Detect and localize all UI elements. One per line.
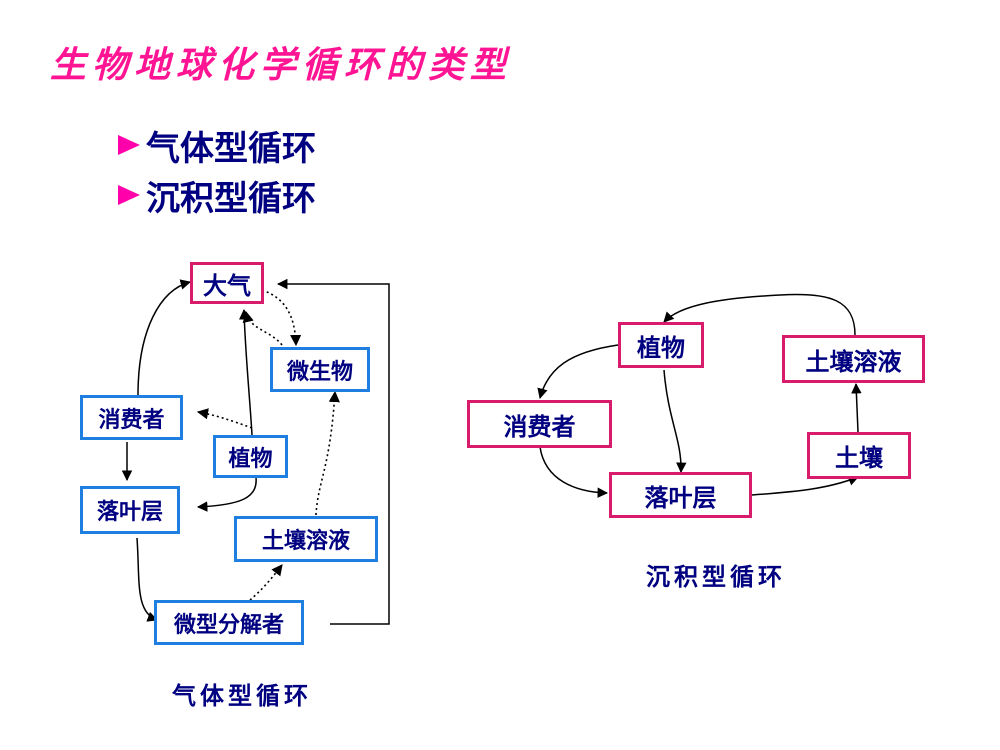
gas-cycle-caption: 气体型循环: [172, 681, 312, 710]
node-soil-solution: 土壤溶液: [234, 516, 378, 562]
arrow-soil-solution-to-plants: [663, 293, 856, 336]
node-atmosphere: 大气: [190, 262, 264, 304]
node-decomposers: 微型分解者: [154, 600, 304, 645]
page-title: 生物地球化学循环的类型: [50, 44, 513, 86]
bullet-list: 气体型循环 沉积型循环: [118, 120, 316, 220]
arrow-decomposers-to-soil-solution: [249, 564, 283, 601]
arrow-bullet-icon: [118, 135, 140, 155]
arrow-atmosphere-to-microbes: [261, 289, 302, 347]
arrow-plants-to-consumers: [537, 344, 619, 400]
node-soil-solution-sed: 土壤溶液: [782, 335, 925, 383]
arrow-microbes-to-atmosphere: [242, 310, 283, 346]
arrow-soil-to-soil-solution: [851, 382, 862, 433]
arrow-soil-solution-to-microbes: [315, 390, 340, 516]
node-microbes: 微生物: [270, 347, 370, 392]
node-consumers-sed: 消费者: [467, 400, 612, 448]
arrow-consumers-to-litter-sed: [539, 446, 609, 498]
arrow-litter-to-soil: [751, 475, 859, 496]
node-litter-sed: 落叶层: [609, 472, 752, 518]
node-soil-sed: 土壤: [807, 432, 911, 479]
arrow-decomposers-to-atmosphere: [276, 278, 390, 625]
arrow-consumers-to-atmosphere: [137, 279, 192, 396]
arrow-bullet-icon: [118, 185, 140, 205]
arrow-litter-to-decomposers: [136, 537, 158, 622]
node-plants-sed: 植物: [618, 322, 704, 368]
bullet-label: 沉积型循环: [146, 178, 316, 219]
arrow-plants-to-atmosphere: [238, 308, 253, 436]
node-litter: 落叶层: [80, 486, 180, 534]
bullet-item-sedimentary: 沉积型循环: [118, 170, 316, 220]
node-consumers: 消费者: [80, 395, 183, 440]
arrow-plants-to-litter-sed: [663, 369, 687, 474]
node-plants: 植物: [213, 435, 288, 478]
arrow-plants-to-consumers-gas: [196, 408, 253, 429]
bullet-label: 气体型循环: [146, 128, 316, 169]
sedimentary-cycle-caption: 沉积型循环: [646, 562, 786, 591]
bullet-item-gas: 气体型循环: [118, 120, 316, 170]
arrow-plants-to-litter: [196, 477, 257, 512]
